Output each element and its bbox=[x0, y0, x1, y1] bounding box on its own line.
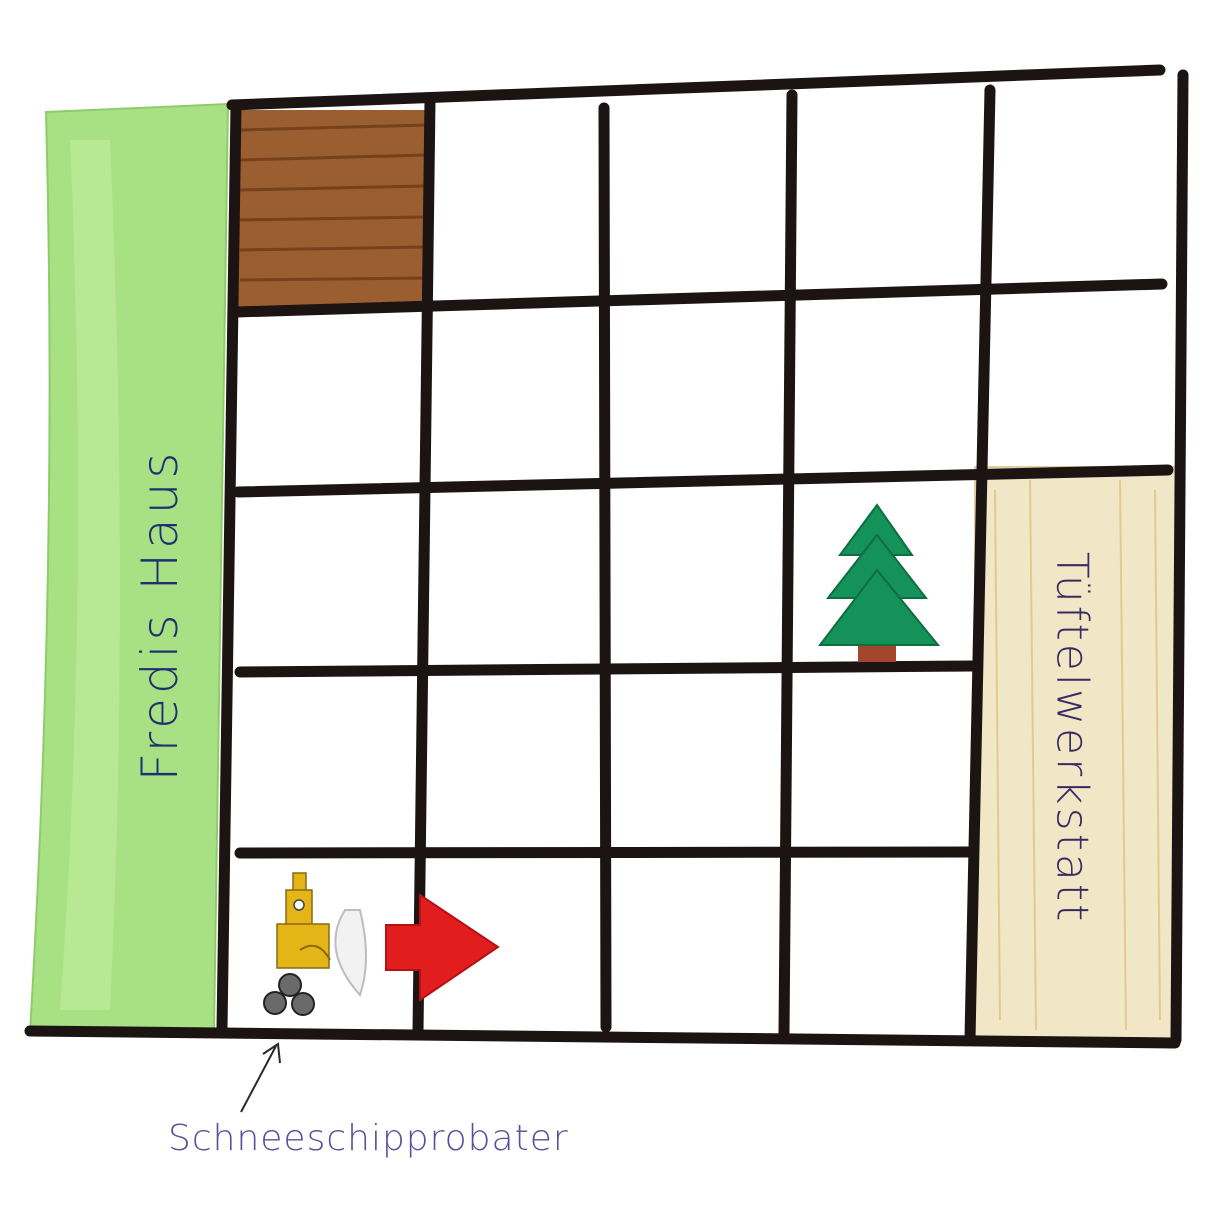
tree-icon bbox=[820, 505, 938, 662]
robot-caption: Schneeschipprobater bbox=[168, 1118, 569, 1159]
caption-pointer bbox=[241, 1044, 280, 1112]
house-label: Fredis Haus bbox=[131, 449, 189, 782]
robot-icon bbox=[264, 873, 366, 1015]
direction-arrow bbox=[386, 895, 498, 1000]
workshop-label: Tüftelwerkstatt bbox=[1047, 552, 1098, 925]
house-area bbox=[30, 104, 228, 1033]
